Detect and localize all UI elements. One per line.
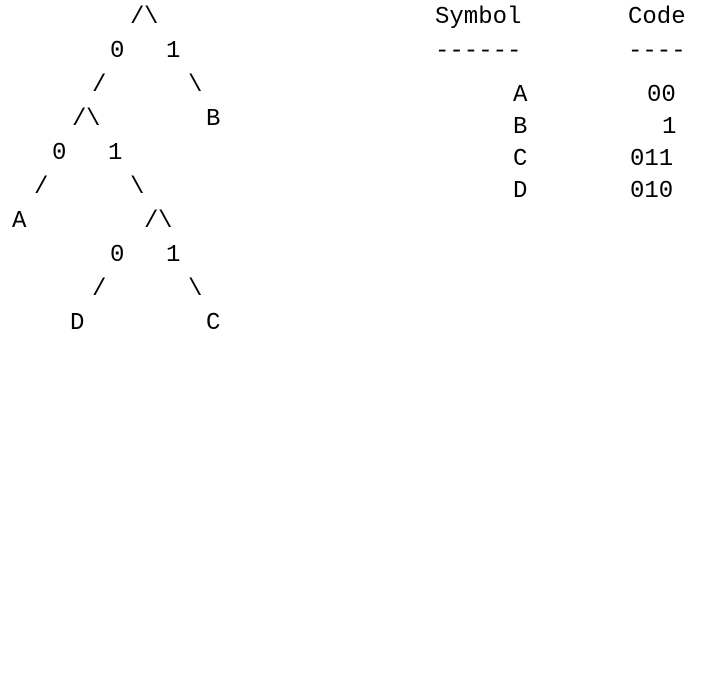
separator-symbol: ------: [435, 38, 522, 65]
leaf-b: B: [206, 106, 221, 133]
node-left-edge-2: /: [144, 208, 159, 235]
node-right-edge-2: \: [158, 208, 173, 235]
huffman-tree: / \ 0 1 / \ / \ B 0 1 / \ A / \ 0 1 / \ …: [10, 2, 270, 346]
node-right-edge: \: [86, 106, 101, 133]
edge-label-root-1: 1: [166, 38, 181, 65]
header-symbol: Symbol: [435, 4, 522, 31]
row-a-symbol: A: [513, 82, 528, 109]
branch-edge-right-2: \: [130, 174, 145, 201]
row-b-symbol: B: [513, 114, 528, 141]
row-d-code: 010: [630, 178, 674, 205]
row-c-symbol: C: [513, 146, 528, 173]
row-b-code: 1: [662, 114, 677, 141]
row-c-code: 011: [630, 146, 674, 173]
branch-edge-left-3: /: [92, 276, 107, 303]
branch-edge-right: \: [188, 72, 203, 99]
edge-label-root-0: 0: [110, 38, 125, 65]
leaf-a: A: [12, 208, 27, 235]
edge-label-l2-0: 0: [110, 242, 125, 269]
edge-label-l2-1: 1: [166, 242, 181, 269]
row-d-symbol: D: [513, 178, 528, 205]
leaf-d: D: [70, 310, 85, 337]
header-code: Code: [628, 4, 686, 31]
branch-edge-left-2: /: [34, 174, 49, 201]
edge-label-l1-0: 0: [52, 140, 67, 167]
root-left-edge: /: [130, 4, 145, 31]
edge-label-l1-1: 1: [108, 140, 123, 167]
branch-edge-left: /: [92, 72, 107, 99]
leaf-c: C: [206, 310, 221, 337]
separator-code: ----: [628, 38, 686, 65]
row-a-code: 00: [647, 82, 676, 109]
branch-edge-right-3: \: [188, 276, 203, 303]
root-right-edge: \: [144, 4, 159, 31]
node-left-edge: /: [72, 106, 87, 133]
code-table: Symbol Code ------ ---- A 00 B 1 C 011 D…: [435, 2, 706, 205]
